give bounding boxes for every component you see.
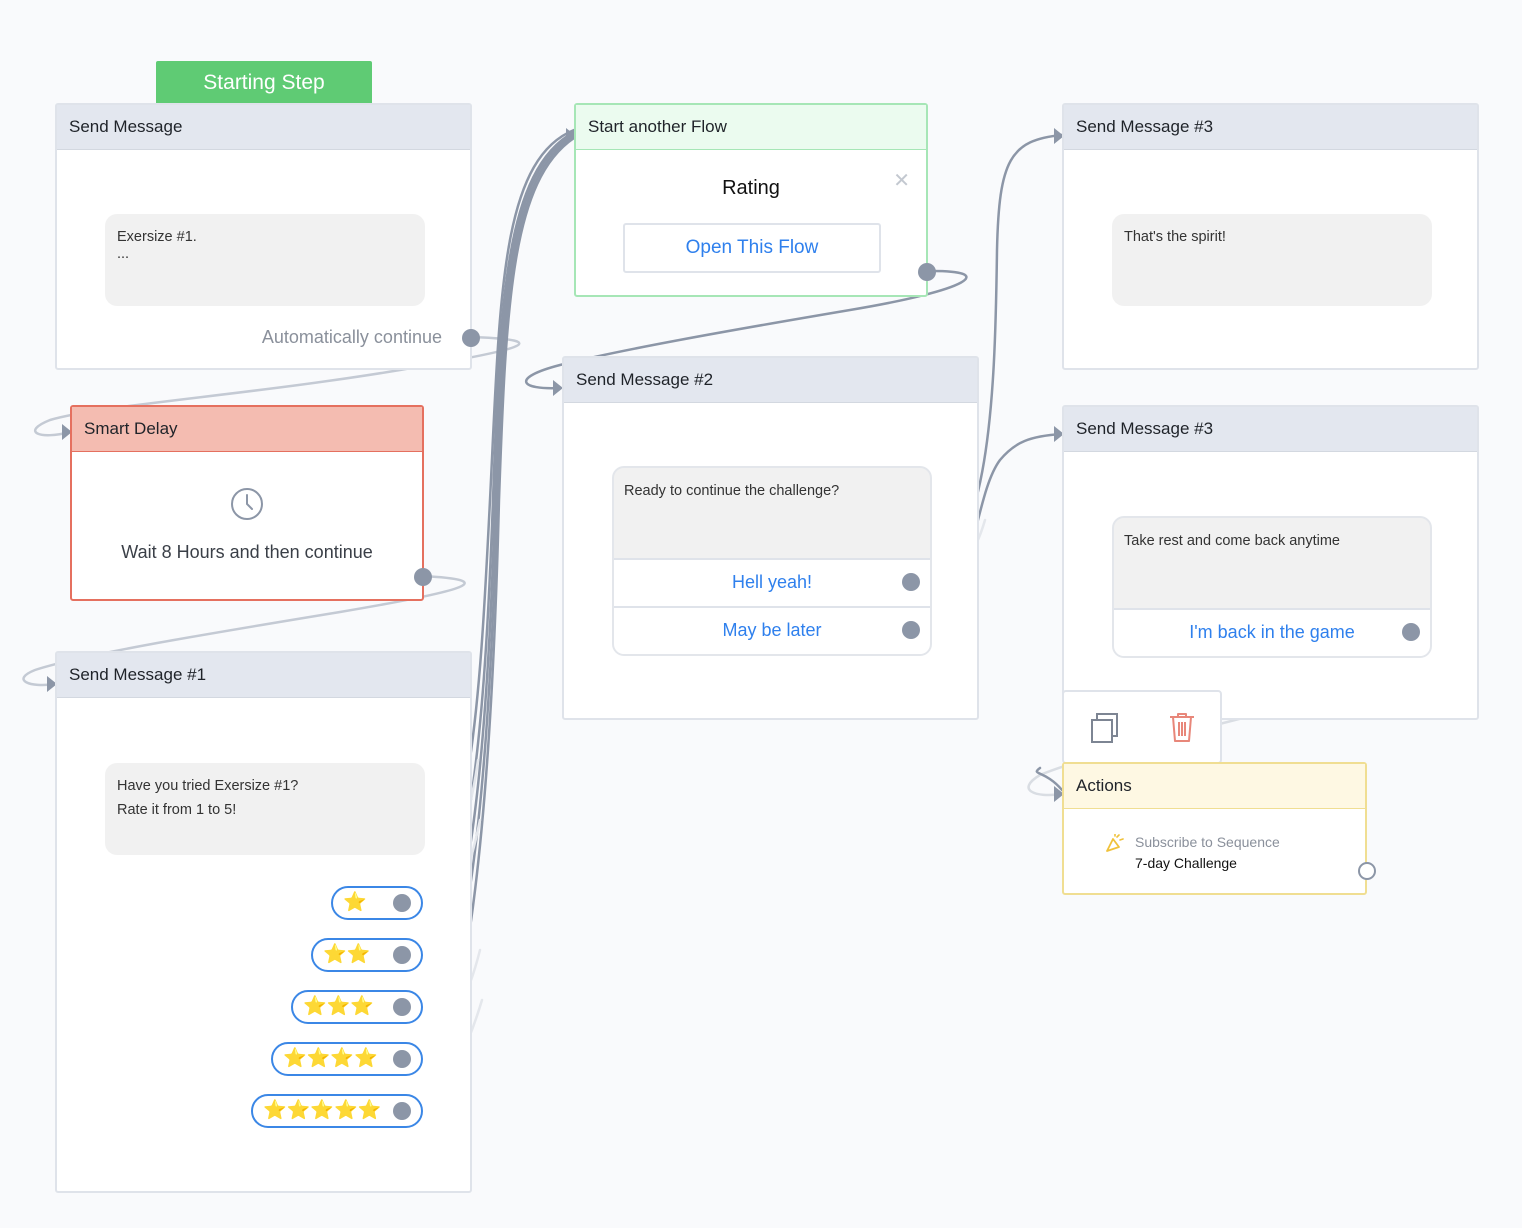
rating-stars: ⭐⭐⭐⭐ <box>283 1048 378 1069</box>
open-flow-button[interactable]: Open This Flow <box>623 223 881 273</box>
button-label: May be later <box>722 620 822 640</box>
node-send-message[interactable]: Send Message Exersize #1. ... Automatica… <box>55 103 480 370</box>
bubble-line: Rate it from 1 to 5! <box>117 802 237 818</box>
node-send-message-2[interactable]: Send Message #2 Ready to continue the ch… <box>562 356 979 720</box>
bubble-text: Take rest and come back anytime <box>1124 533 1340 549</box>
output-connector[interactable] <box>918 263 936 281</box>
bubble-text: Ready to continue the challenge? <box>624 483 840 499</box>
output-connector[interactable] <box>462 329 480 347</box>
node-header: Send Message #3 <box>1064 407 1477 452</box>
clock-icon <box>230 487 264 526</box>
message-bubble: Exersize #1. ... <box>105 214 425 306</box>
rating-button-4[interactable]: ⭐⭐⭐⭐ <box>271 1042 423 1076</box>
close-icon[interactable]: ✕ <box>893 170 910 192</box>
node-smart-delay[interactable]: Smart Delay Wait 8 Hours and then contin… <box>70 405 432 601</box>
rating-stars: ⭐ <box>343 892 367 913</box>
node-actions[interactable]: Actions Subscribe to Sequence 7-day Chal… <box>1062 762 1376 895</box>
output-connector[interactable] <box>393 1102 411 1120</box>
node-send-message-3b[interactable]: Send Message #3 Take rest and come back … <box>1062 405 1479 720</box>
node-header: Smart Delay <box>72 407 422 452</box>
rating-button-5[interactable]: ⭐⭐⭐⭐⭐ <box>251 1094 423 1128</box>
output-connector[interactable] <box>1358 862 1376 880</box>
output-connector[interactable] <box>414 568 432 586</box>
action-value: 7-day Challenge <box>1135 855 1237 871</box>
node-header: Send Message #2 <box>564 358 977 403</box>
output-connector[interactable] <box>902 621 920 639</box>
message-bubble: Ready to continue the challenge? Hell ye… <box>612 466 932 656</box>
delay-text: Wait 8 Hours and then continue <box>121 542 373 562</box>
node-header: Start another Flow <box>576 105 926 150</box>
bubble-line: ... <box>117 246 130 262</box>
trash-icon[interactable] <box>1168 711 1196 748</box>
output-connector[interactable] <box>1402 623 1420 641</box>
node-send-message-3a[interactable]: Send Message #3 That's the spirit! <box>1062 103 1479 370</box>
message-bubble: Take rest and come back anytime I'm back… <box>1112 516 1432 658</box>
rating-button-3[interactable]: ⭐⭐⭐ <box>291 990 423 1024</box>
output-connector[interactable] <box>393 998 411 1016</box>
action-label: Subscribe to Sequence <box>1135 834 1280 850</box>
output-connector[interactable] <box>393 1050 411 1068</box>
message-bubble: Have you tried Exersize #1? Rate it from… <box>105 763 425 855</box>
node-header: Send Message <box>57 105 470 150</box>
button-label: Hell yeah! <box>731 572 813 592</box>
quick-reply-hell-yeah[interactable]: Hell yeah! <box>614 558 930 606</box>
rating-button-2[interactable]: ⭐⭐ <box>311 938 423 972</box>
rating-stars: ⭐⭐⭐⭐⭐ <box>263 1100 382 1121</box>
output-connector[interactable] <box>393 894 411 912</box>
flow-name: Rating <box>722 177 780 199</box>
bubble-line: Exersize #1. <box>117 229 197 245</box>
node-header: Send Message #3 <box>1064 105 1477 150</box>
quick-reply-may-be-later[interactable]: May be later <box>614 606 930 654</box>
output-connector[interactable] <box>902 573 920 591</box>
auto-continue-label: Automatically continue <box>261 327 442 347</box>
bubble-line: Have you tried Exersize #1? <box>117 778 299 794</box>
starting-step-badge: Starting Step <box>156 61 372 111</box>
quick-reply-back-in-game[interactable]: I'm back in the game <box>1114 608 1430 656</box>
node-header: Actions <box>1064 764 1365 809</box>
button-label: I'm back in the game <box>1189 622 1355 642</box>
rating-button-1[interactable]: ⭐ <box>331 886 423 920</box>
node-toolbar <box>1062 690 1222 764</box>
node-header: Send Message #1 <box>57 653 470 698</box>
rating-stars: ⭐⭐⭐ <box>303 996 374 1017</box>
copy-icon[interactable] <box>1090 712 1120 749</box>
node-start-another-flow[interactable]: Start another Flow ✕ Rating Open This Fl… <box>574 103 936 297</box>
message-bubble: That's the spirit! <box>1112 214 1432 306</box>
bubble-text: That's the spirit! <box>1124 229 1226 245</box>
node-send-message-1[interactable]: Send Message #1 Have you tried Exersize … <box>55 651 472 1193</box>
rating-stars: ⭐⭐ <box>323 944 371 965</box>
sequence-icon <box>1104 833 1124 859</box>
output-connector[interactable] <box>393 946 411 964</box>
